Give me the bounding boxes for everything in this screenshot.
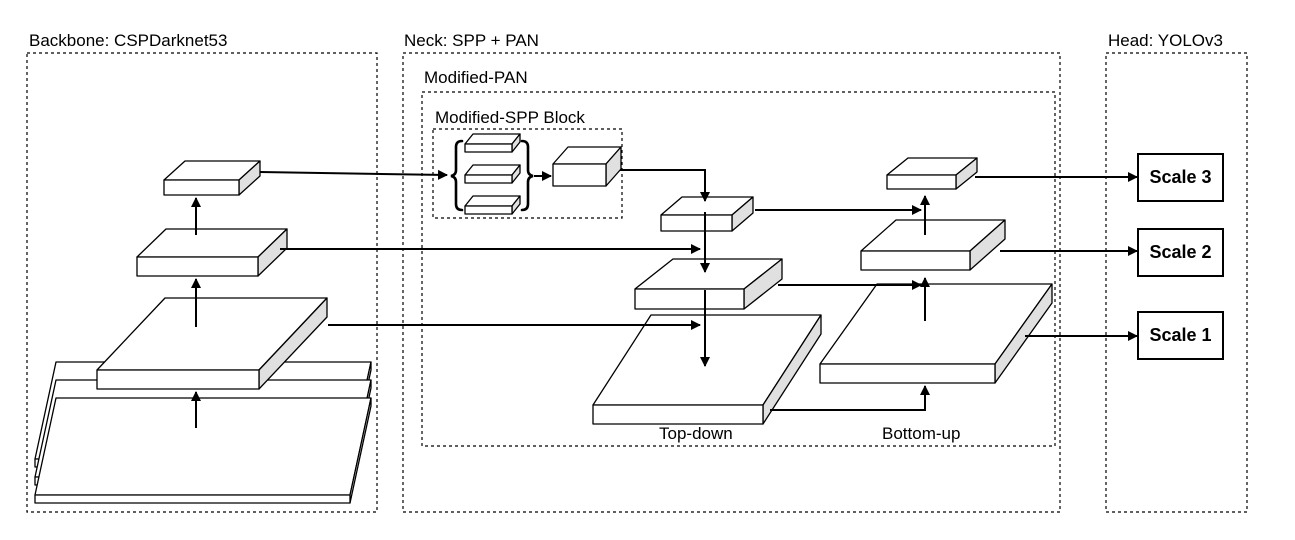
spp-right-brace bbox=[520, 139, 534, 212]
scale-3-label: Scale 3 bbox=[1149, 167, 1212, 187]
topdown-small-slab bbox=[660, 196, 754, 232]
feature-map-slabs bbox=[34, 133, 1053, 504]
backbone-stage-large-slab bbox=[96, 297, 328, 390]
modified-spp-frame bbox=[432, 128, 623, 219]
backbone-title: Backbone: CSPDarknet53 bbox=[29, 31, 228, 50]
spp-output-slab bbox=[552, 146, 622, 187]
backbone-stage-medium-slab bbox=[136, 228, 288, 277]
modified-pan-title: Modified-PAN bbox=[424, 68, 528, 87]
spp-pool-1-slab bbox=[464, 133, 521, 153]
top-down-label: Top-down bbox=[659, 424, 733, 443]
modified-pan-frame bbox=[421, 91, 1056, 447]
neck-title: Neck: SPP + PAN bbox=[404, 31, 539, 50]
scale-2-box bbox=[1137, 228, 1224, 277]
scale-1-box bbox=[1137, 311, 1224, 360]
bottomup-medium-slab bbox=[860, 219, 1006, 271]
scale-3-box bbox=[1137, 153, 1224, 202]
topdown-medium-slab bbox=[634, 258, 783, 310]
backbone-stage-small-slab bbox=[163, 160, 261, 196]
spp-left-brace bbox=[450, 139, 464, 212]
modified-spp-title: Modified-SPP Block bbox=[435, 108, 585, 127]
arrow-td3-to-bu bbox=[770, 385, 930, 411]
head-frame bbox=[1105, 52, 1248, 513]
topdown-large-slab bbox=[592, 314, 822, 425]
bottomup-small-slab bbox=[886, 157, 978, 190]
bottomup-large-slab bbox=[819, 283, 1053, 384]
arrow-top-to-spp bbox=[259, 169, 448, 180]
spp-pool-3-slab bbox=[464, 195, 521, 215]
scale-2-label: Scale 2 bbox=[1149, 242, 1212, 262]
bottom-up-label: Bottom-up bbox=[882, 424, 961, 443]
arrow-spp-to-topdown bbox=[620, 169, 710, 202]
spp-pool-2-slab bbox=[464, 164, 521, 184]
backbone-input-layer-3-slab bbox=[34, 397, 372, 504]
scale-1-label: Scale 1 bbox=[1149, 325, 1212, 345]
backbone-frame bbox=[26, 52, 378, 513]
head-title: Head: YOLOv3 bbox=[1108, 31, 1223, 50]
